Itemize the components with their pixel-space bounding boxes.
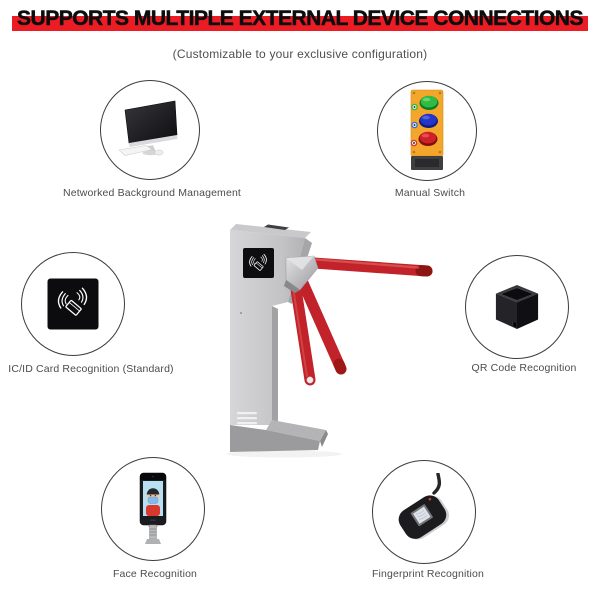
manual-switch-circle bbox=[377, 81, 477, 181]
turnstile-vent-slit bbox=[237, 422, 257, 425]
manual-switch-label: Manual Switch bbox=[394, 187, 466, 199]
turnstile-vent-slit bbox=[237, 412, 257, 415]
qr-scanner-cube-icon bbox=[495, 284, 539, 330]
turnstile-foot-top bbox=[266, 420, 326, 441]
desktop-computer-icon bbox=[118, 100, 178, 156]
rfid-card-reader-icon bbox=[47, 278, 99, 330]
face-recognition-label: Face Recognition bbox=[112, 568, 198, 580]
turnstile-top-opening bbox=[264, 224, 289, 230]
page-title-text: SUPPORTS MULTIPLE EXTERNAL DEVICE CONNEC… bbox=[17, 7, 584, 31]
tripod-turnstile-icon bbox=[226, 224, 433, 458]
qr-code-label: QR Code Recognition bbox=[471, 362, 577, 374]
fingerprint-recognition-label: Fingerprint Recognition bbox=[371, 568, 484, 580]
face-recognition-circle bbox=[101, 457, 205, 561]
header: SUPPORTS MULTIPLE EXTERNAL DEVICE CONNEC… bbox=[0, 7, 600, 31]
turnstile-foot-end bbox=[320, 430, 328, 447]
turnstile-shadow bbox=[226, 450, 342, 458]
turnstile-top-face bbox=[230, 224, 311, 238]
turnstile-column-side bbox=[272, 306, 278, 427]
title-highlight-bar bbox=[12, 16, 588, 31]
page-subtitle: (Customizable to your exclusive configur… bbox=[172, 47, 428, 61]
networked-background-management-label: Networked Background Management bbox=[63, 187, 241, 199]
turnstile-arms bbox=[288, 257, 433, 386]
turnstile-hub bbox=[284, 255, 319, 293]
fingerprint-recognition-circle bbox=[372, 460, 476, 564]
qr-code-circle bbox=[465, 255, 569, 359]
page-title: SUPPORTS MULTIPLE EXTERNAL DEVICE CONNEC… bbox=[12, 7, 588, 31]
ic-id-card-circle bbox=[21, 252, 125, 356]
turnstile-foot-front bbox=[230, 425, 320, 452]
push-button-box-icon bbox=[410, 89, 444, 170]
face-terminal-icon bbox=[139, 472, 167, 544]
networked-background-management-circle bbox=[100, 80, 200, 180]
fingerprint-reader-icon bbox=[398, 473, 450, 540]
ic-id-card-label: IC/ID Card Recognition (Standard) bbox=[8, 363, 174, 375]
turnstile-vent-slit bbox=[237, 417, 257, 420]
turnstile-card-reader-panel bbox=[243, 248, 274, 278]
